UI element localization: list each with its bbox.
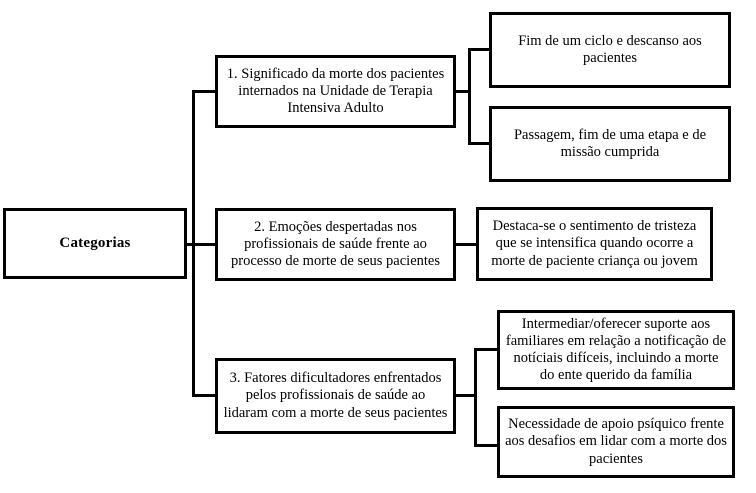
connector-cat-3-to-sub-2 [474, 444, 499, 447]
subitem-node-1-2-label: Passagem, fim de uma etapa e de missão c… [513, 126, 707, 160]
connector-cat-1-to-sub-2 [468, 142, 491, 145]
category-node-3-label: 3. Fatores dificultadores enfrentados pe… [223, 370, 448, 421]
subitem-node-3-2[interactable]: Necessidade de apoio psíquico frente aos… [497, 406, 735, 478]
connector-cat-1-trunk [468, 48, 471, 145]
category-node-3[interactable]: 3. Fatores dificultadores enfrentados pe… [215, 358, 456, 434]
subitem-node-3-2-label: Necessidade de apoio psíquico frente aos… [505, 416, 727, 467]
connector-trunk-to-cat-3 [192, 394, 217, 397]
category-node-2[interactable]: 2. Emoções despertadas nos profissionais… [215, 208, 456, 281]
subitem-node-2-1[interactable]: Destaca-se o sentimento de tristeza que … [476, 207, 713, 281]
connector-trunk-to-cat-2 [192, 243, 217, 246]
subitem-node-1-1-label: Fim de um ciclo e descanso aos pacientes [518, 32, 702, 66]
category-node-1-label: 1. Significado da morte dos pacientes in… [226, 65, 445, 117]
connector-cat-1-stem [454, 90, 471, 93]
connector-cat-3-to-sub-1 [474, 348, 499, 351]
category-node-1[interactable]: 1. Significado da morte dos pacientes in… [215, 55, 456, 128]
connector-cat-3-trunk [474, 348, 477, 447]
connector-cat-3-stem [454, 394, 477, 397]
subitem-node-1-1[interactable]: Fim de um ciclo e descanso aos pacientes [489, 12, 731, 88]
root-node-label: Categorias [59, 234, 131, 251]
connector-cat-2-to-sub-1 [454, 243, 478, 246]
subitem-node-3-1[interactable]: Intermediar/oferecer suporte aos familia… [497, 310, 735, 390]
connector-trunk-to-cat-1 [192, 90, 217, 93]
connector-root-stem [186, 243, 195, 246]
subitem-node-3-1-label: Intermediar/oferecer suporte aos familia… [505, 315, 727, 384]
category-node-2-label: 2. Emoções despertadas nos profissionais… [231, 218, 440, 270]
root-node-categorias[interactable]: Categorias [3, 208, 187, 279]
connector-cat-1-to-sub-1 [468, 48, 491, 51]
subitem-node-2-1-label: Destaca-se o sentimento de tristeza que … [491, 218, 698, 269]
subitem-node-1-2[interactable]: Passagem, fim de uma etapa e de missão c… [489, 106, 731, 182]
